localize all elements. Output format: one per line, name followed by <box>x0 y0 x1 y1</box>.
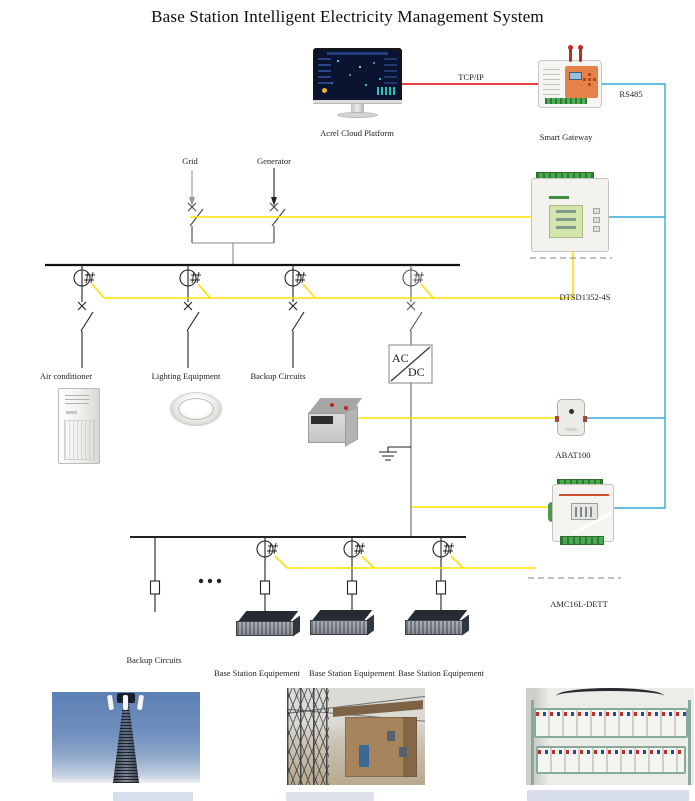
tower-mast <box>113 698 139 783</box>
window <box>399 747 407 757</box>
ct-wiring-yellow <box>91 216 574 569</box>
ceiling-light <box>170 392 222 426</box>
air-conditioner-label: Air conditioner <box>39 371 93 381</box>
antenna-tip <box>568 45 573 50</box>
backup-circuits-bottom-label: Backup Circuits <box>126 655 182 665</box>
dc-meter-device <box>552 484 614 542</box>
smart-gateway-label: Smart Gateway <box>539 132 593 142</box>
gateway-keypad <box>588 78 591 81</box>
meter-button <box>593 226 600 232</box>
battery-monitor-label: ABAT100 <box>555 450 591 460</box>
battery-row <box>534 708 688 738</box>
cropped-image-strip <box>527 790 689 801</box>
page-title: Base Station Intelligent Electricity Man… <box>151 7 544 26</box>
antenna-icon <box>579 48 582 62</box>
cropped-image-strip <box>113 792 193 801</box>
window <box>387 731 395 741</box>
rs485-label: RS485 <box>619 89 643 99</box>
clip <box>555 416 559 422</box>
dashboard-right-panel <box>384 58 397 84</box>
energy-meter-device <box>531 178 609 252</box>
ac-display <box>66 411 77 414</box>
meter-brand-mark <box>549 196 569 199</box>
backup-circuits-label: Backup Circuits <box>250 371 306 381</box>
door <box>359 745 369 767</box>
slot <box>565 428 577 431</box>
sensor-led <box>569 409 574 414</box>
meter-button <box>593 217 600 223</box>
lattice-tower <box>287 688 329 785</box>
dashboard-topbar <box>326 52 389 55</box>
rectifier-unit <box>310 610 374 640</box>
monitor-base <box>337 112 378 118</box>
amc-accent-line <box>559 494 609 496</box>
energy-meter-label: DTSD1352-4S <box>559 292 611 302</box>
monitor-chin <box>313 100 402 104</box>
antenna-panel <box>106 694 115 711</box>
photo-site-building <box>287 688 425 785</box>
base-station-equipment-label: Base Station Equipement <box>398 668 484 678</box>
rectifier-unit <box>405 610 469 640</box>
ac-text: AC <box>392 351 409 365</box>
dashboard-bar-chart <box>377 87 395 95</box>
meter-button <box>593 208 600 214</box>
battery-row <box>536 746 686 774</box>
rs485-bus <box>585 83 666 509</box>
antenna-icon <box>569 48 572 62</box>
meter-lcd <box>549 205 583 238</box>
cloud-platform-label: Acrel Cloud Platform <box>320 128 394 138</box>
ac-vents <box>65 395 89 406</box>
cropped-image-strip <box>286 792 374 801</box>
lamp-ring <box>178 398 214 420</box>
lighting-label: Lighting Equipment <box>151 371 221 381</box>
gateway-front-panel <box>565 66 598 98</box>
dashboard-data-points <box>315 50 317 52</box>
grid-label: Grid <box>182 156 198 166</box>
cloud-platform-monitor <box>313 48 402 102</box>
dc-feeders <box>149 537 454 612</box>
battery-terminal <box>330 403 334 407</box>
din-rail-slots <box>543 69 560 95</box>
dashboard-left-panel <box>318 58 331 88</box>
air-conditioner-unit <box>58 388 100 464</box>
gateway-lcd <box>569 72 582 80</box>
ac-grille <box>64 420 95 460</box>
terminal-strip <box>545 98 587 104</box>
monitor-stand <box>351 104 364 113</box>
tcp-ip-label: TCP/IP <box>458 72 484 82</box>
ac-dc-converter <box>388 344 433 384</box>
battery-monitor-device <box>555 399 587 436</box>
photo-cell-tower <box>52 692 200 783</box>
dashed-separators <box>528 257 621 579</box>
base-station-equipment-label: Base Station Equipement <box>214 668 300 678</box>
amc-bottom-terminals <box>560 536 604 545</box>
generator-label: Generator <box>257 156 291 166</box>
smart-gateway-device <box>538 45 602 108</box>
amc-lcd <box>571 503 598 520</box>
source-breakers <box>187 202 286 265</box>
photo-battery-bank <box>526 688 694 785</box>
source-arrows <box>189 168 277 206</box>
antenna-panel <box>123 695 128 710</box>
battery-terminal <box>344 406 348 410</box>
antenna-panel <box>136 694 145 711</box>
battery-cables <box>556 688 664 704</box>
rack-post <box>531 700 534 785</box>
ground-symbol <box>379 446 411 461</box>
battery-label-plate <box>311 416 333 424</box>
rack-post <box>688 700 691 785</box>
clip <box>583 416 587 422</box>
ac-feeders <box>73 265 424 368</box>
antenna-tip <box>578 45 583 50</box>
dc-text: DC <box>408 365 425 379</box>
dashboard-gauge-dot <box>322 88 327 93</box>
base-station-equipment-label: Base Station Equipement <box>309 668 395 678</box>
dc-meter-label: AMC16L-DETT <box>550 599 608 609</box>
rectifier-unit <box>236 611 300 641</box>
